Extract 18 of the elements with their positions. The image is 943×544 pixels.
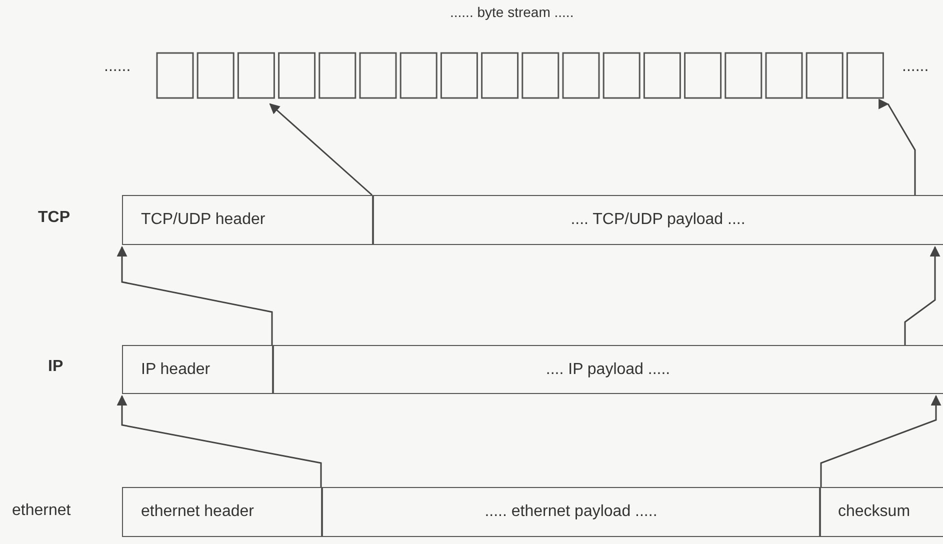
header-field: IP header [122, 345, 274, 394]
header-field: ethernet header [122, 487, 323, 537]
ellipsis: ...... [104, 58, 131, 76]
layer-label: ethernet [12, 502, 71, 520]
arrow [269, 103, 372, 196]
arrow [116, 394, 322, 487]
layer-label: IP [48, 358, 64, 376]
payload-field: .... TCP/UDP payload .... [372, 195, 943, 245]
ellipsis: ...... [902, 58, 929, 76]
arrow [116, 246, 273, 345]
payload-field: .... IP payload ..... [272, 345, 943, 394]
payload-field: ..... ethernet payload ..... [321, 487, 821, 537]
arrow [820, 394, 942, 487]
arrow [904, 246, 940, 345]
header-field: TCP/UDP header [122, 195, 374, 245]
layer-label: TCP [38, 209, 70, 227]
checksum-field: checksum [819, 487, 943, 537]
stream-label: ...... byte stream ..... [450, 4, 574, 20]
